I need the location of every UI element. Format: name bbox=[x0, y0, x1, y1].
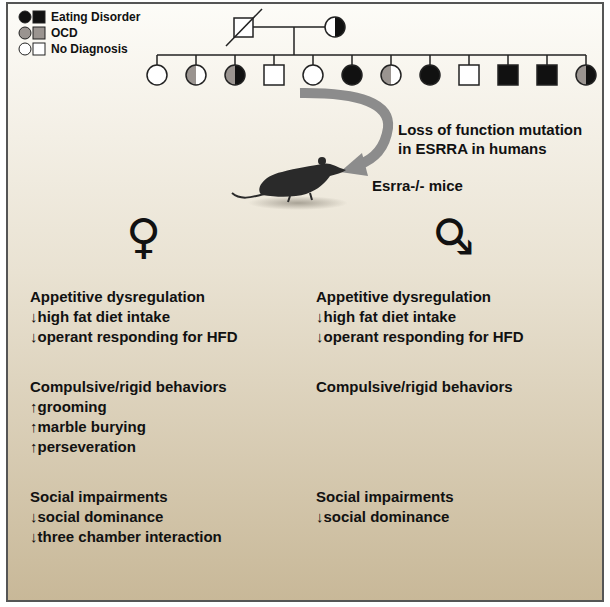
finding-item: ↑grooming bbox=[30, 398, 107, 415]
mouse-illustration bbox=[232, 157, 348, 210]
legend-sample bbox=[18, 25, 48, 41]
pedigree-member bbox=[420, 55, 440, 85]
legend-sample bbox=[18, 41, 48, 57]
mother-circle bbox=[325, 17, 345, 37]
arrow-caption: Loss of function mutation in ESRRA in hu… bbox=[398, 120, 593, 158]
pedigree-member bbox=[537, 55, 557, 85]
male-symbol: ♂ bbox=[430, 214, 478, 257]
pedigree-member bbox=[381, 55, 401, 85]
section-heading: Appetitive dysregulation bbox=[316, 288, 491, 305]
pedigree-member bbox=[147, 55, 167, 85]
pedigree-member bbox=[303, 55, 323, 85]
finding-item: ↓operant responding for HFD bbox=[30, 328, 238, 345]
pedigree-member bbox=[342, 55, 362, 85]
finding-item: ↓social dominance bbox=[316, 508, 449, 525]
mouse-label: Esrra-/- mice bbox=[372, 177, 463, 194]
pedigree-member bbox=[576, 55, 596, 85]
pedigree-member bbox=[498, 55, 518, 85]
finding-item: ↓three chamber interaction bbox=[30, 528, 222, 545]
curved-arrow bbox=[300, 93, 388, 176]
section-heading: Compulsive/rigid behaviors bbox=[30, 378, 227, 395]
section-heading: Appetitive dysregulation bbox=[30, 288, 205, 305]
finding-item: ↓operant responding for HFD bbox=[316, 328, 524, 345]
finding-item: ↓social dominance bbox=[30, 508, 163, 525]
legend-text: Eating Disorder bbox=[51, 10, 140, 24]
pedigree-member bbox=[225, 55, 245, 85]
pedigree-member bbox=[459, 55, 479, 85]
female-symbol: ♀ bbox=[126, 212, 161, 260]
finding-item: ↑perseveration bbox=[30, 438, 136, 455]
offspring-row bbox=[147, 55, 596, 85]
marriage-line bbox=[253, 26, 325, 28]
pedigree bbox=[147, 9, 596, 85]
legend-text: OCD bbox=[51, 26, 78, 40]
legend-sample bbox=[18, 9, 48, 25]
deceased-slash bbox=[226, 9, 262, 46]
pedigree-member bbox=[186, 55, 206, 85]
finding-item: ↓high fat diet intake bbox=[316, 308, 456, 325]
sibship-line bbox=[157, 54, 586, 56]
panel-ground bbox=[7, 3, 603, 601]
pedigree-member bbox=[264, 55, 284, 85]
descent-line bbox=[293, 27, 295, 55]
finding-item: ↑marble burying bbox=[30, 418, 146, 435]
section-heading: Social impairments bbox=[316, 488, 454, 505]
finding-item: ↓high fat diet intake bbox=[30, 308, 170, 325]
section-heading: Compulsive/rigid behaviors bbox=[316, 378, 513, 395]
section-heading: Social impairments bbox=[30, 488, 168, 505]
legend-text: No Diagnosis bbox=[51, 42, 128, 56]
